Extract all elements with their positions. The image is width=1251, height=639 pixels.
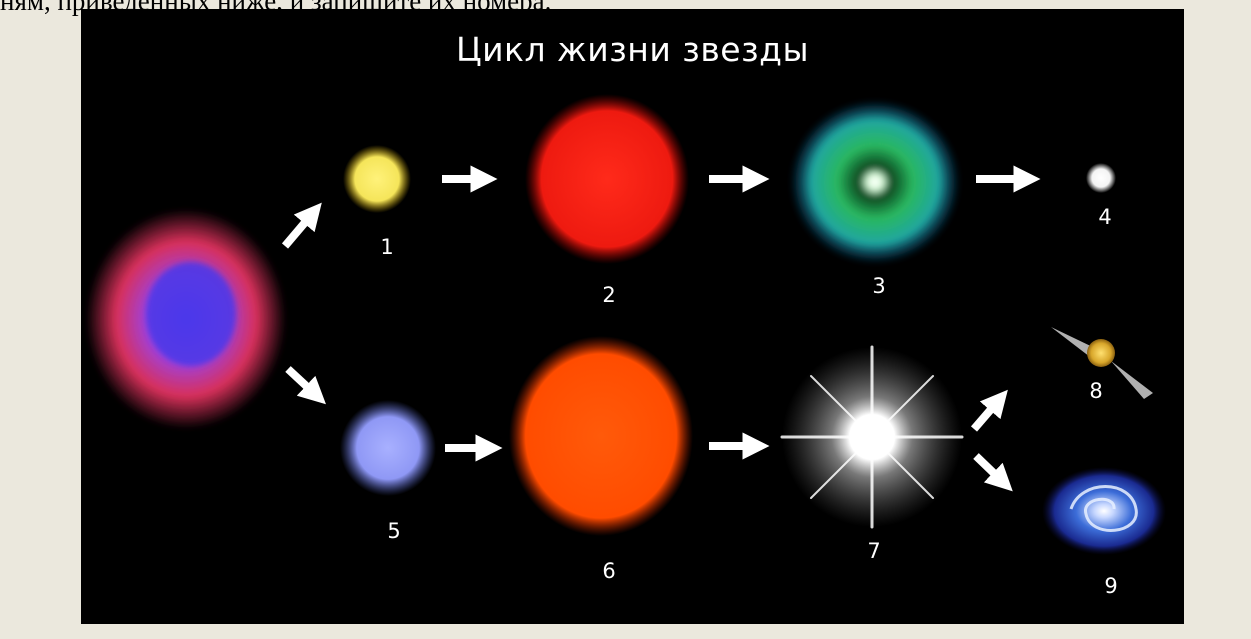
arrow-nebula-to-5 [285, 366, 326, 405]
arrow-7-to-9 [973, 453, 1013, 492]
stage-9-black-hole [1042, 467, 1166, 555]
stage-label-1: 1 [380, 235, 394, 259]
stage-label-4: 4 [1098, 205, 1112, 229]
stage-label-6: 6 [602, 559, 616, 583]
stage-8-neutron-star [1051, 327, 1153, 399]
stage-label-9: 9 [1104, 574, 1118, 598]
arrow-7-to-8 [970, 389, 1008, 432]
stage-label-8: 8 [1089, 379, 1103, 403]
flow-arrows [281, 165, 1041, 492]
stage-label-7: 7 [867, 539, 881, 563]
stage-3-planetary-nebula [790, 100, 960, 264]
stage-4-white-dwarf [1086, 163, 1116, 193]
stage-5-blue-star [340, 400, 436, 496]
stage-1-yellow-star [343, 145, 411, 213]
stage-6-supergiant [509, 336, 693, 536]
stage-label-5: 5 [387, 519, 401, 543]
arrow-nebula-to-1 [281, 202, 322, 249]
diagram-title: Цикл жизни звезды [455, 30, 810, 69]
stage-2-red-giant [525, 94, 689, 264]
star-life-cycle-figure: Цикл жизни звезды 1 2 3 4 5 6 7 8 9 [81, 9, 1184, 624]
stage-label-3: 3 [872, 274, 886, 298]
stage-label-2: 2 [602, 283, 616, 307]
diagram-canvas [86, 94, 1166, 555]
nebula-illustration [86, 209, 286, 429]
stage-7-supernova [780, 345, 964, 529]
